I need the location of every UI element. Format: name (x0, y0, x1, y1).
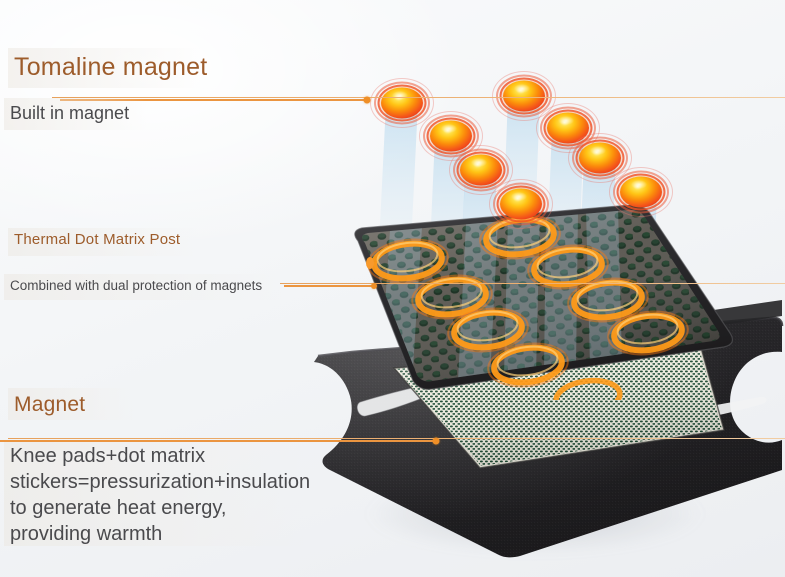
magnet-orb (492, 71, 556, 121)
orb-ring-outer (568, 133, 632, 183)
orb-ring-inner (575, 139, 625, 177)
orb-ring-mid (572, 136, 628, 180)
callout-heading-magnet: Magnet (14, 393, 86, 416)
callout-text-knee-pads: Knee pads+dot matrix stickers=pressuriza… (10, 445, 311, 545)
pad-frame-highlight (354, 205, 734, 390)
orb-ring-mid (453, 148, 509, 192)
magnet-orb (568, 133, 632, 183)
leader-dot-magnet (432, 437, 440, 445)
orb-glint (470, 158, 487, 167)
orb-ring-inner (426, 117, 476, 155)
thermal-dot-matrix-pad (340, 205, 740, 400)
magnet-orb (449, 145, 513, 195)
orb-ring-mid (493, 182, 549, 226)
orb-ring-mid (374, 81, 430, 125)
orb-ring-inner (543, 109, 593, 147)
orb-glint (630, 180, 647, 189)
leader-dot-tomaline (363, 96, 371, 104)
pad-glow-rings (367, 214, 689, 400)
magnet-orb (609, 167, 673, 217)
orb-ring-mid (496, 74, 552, 118)
pad-left-indicator (366, 257, 374, 269)
orb-ring-outer (489, 179, 553, 229)
orb-ring-mid (613, 170, 669, 214)
callout-heading-thermal-dot-matrix: Thermal Dot Matrix Post (14, 231, 181, 248)
callout-text-built-in-magnet: Built in magnet (10, 103, 130, 123)
orb-ring-inner (499, 77, 549, 115)
orb-ring-inner (377, 84, 427, 122)
orb-ring-outer (609, 167, 673, 217)
orb-ring-inner (456, 151, 506, 189)
orb-glint (589, 146, 606, 155)
magnet-orb (489, 179, 553, 229)
orb-glint (557, 116, 574, 125)
orb-ring-outer (492, 71, 556, 121)
orb-glint (391, 91, 408, 100)
leader-line-thermal (284, 285, 372, 287)
orb-ring-inner (496, 185, 546, 223)
callout-heading-tomaline: Tomaline magnet (14, 53, 208, 81)
callout-rule-2 (280, 283, 785, 284)
orb-ring-outer (370, 78, 434, 128)
orb-ring-mid (423, 114, 479, 158)
orb-glint (440, 124, 457, 133)
leader-line-magnet (0, 440, 436, 442)
orb-ring-inner (616, 173, 666, 211)
callout-rule-1 (52, 97, 785, 98)
magnet-orb (419, 111, 483, 161)
orb-glint (513, 84, 530, 93)
callout-text-dual-protection: Combined with dual protection of magnets (10, 278, 263, 293)
orb-glint (510, 192, 527, 201)
orb-ring-outer (449, 145, 513, 195)
leader-line-tomaline (60, 99, 367, 101)
orb-ring-mid (540, 106, 596, 150)
magnet-orb (370, 78, 434, 128)
leader-dot-thermal (371, 283, 377, 289)
callout-rule-3 (8, 438, 785, 439)
